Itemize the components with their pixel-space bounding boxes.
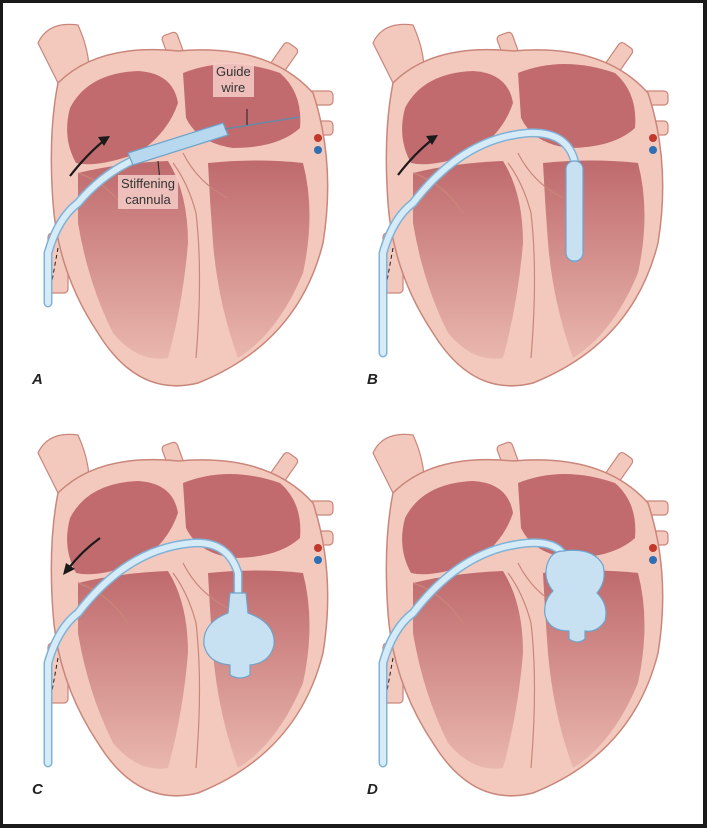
direction-arrowhead: [63, 563, 75, 575]
panel-a: Guide wire Stiffening cannula A: [18, 13, 348, 413]
catheter-balloon: [565, 160, 584, 262]
heart-illustration: [37, 23, 334, 387]
heart-diagram-a: [37, 23, 334, 387]
heart-diagram-d: [372, 433, 669, 797]
stiffening-cannula-label: Stiffening cannula: [118, 175, 178, 209]
catheter-tube-inner: [45, 539, 241, 766]
heart-diagram-b: [372, 23, 669, 387]
heart-illustration: [37, 433, 334, 797]
guide-wire-line: [224, 116, 301, 130]
catheter-tube-inner: [45, 155, 141, 306]
catheter-balloon: [544, 549, 607, 643]
direction-arrowhead: [98, 136, 110, 146]
catheter-balloon: [127, 122, 229, 166]
panel-label-c: C: [32, 781, 43, 798]
direction-arrowhead: [426, 135, 438, 145]
panel-label-a: A: [32, 371, 43, 388]
guide-wire-label: Guide wire: [213, 63, 254, 97]
catheter-balloon: [203, 592, 275, 679]
heart-diagram-c: [37, 433, 334, 797]
figure: Guide wire Stiffening cannula A B C: [3, 3, 703, 824]
catheter-tube-inner: [380, 539, 568, 766]
panel-label-d: D: [367, 781, 378, 798]
panel-b: B: [353, 13, 683, 413]
panel-label-b: B: [367, 371, 378, 388]
panel-c: C: [18, 423, 348, 823]
panel-d: D: [353, 423, 683, 823]
heart-illustration: [372, 23, 669, 387]
catheter-tube-inner: [380, 129, 578, 356]
heart-illustration: [372, 433, 669, 797]
